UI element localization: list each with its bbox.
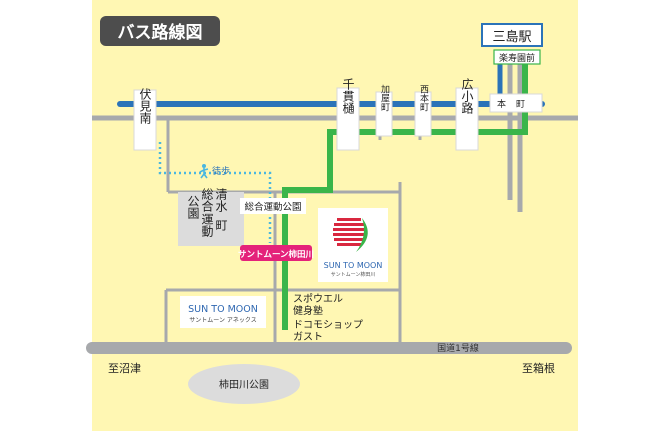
map-title: バス路線図 bbox=[118, 22, 203, 43]
docomo-line1: ドコモショップ bbox=[293, 319, 363, 331]
route1-label: 国道1号線 bbox=[437, 342, 479, 354]
sun-stripe bbox=[334, 223, 364, 226]
walker-icon bbox=[199, 168, 209, 179]
to-hakone: 至箱根 bbox=[522, 361, 555, 375]
stop-sports-park-box bbox=[240, 198, 306, 214]
stop-honmachi-box bbox=[489, 93, 543, 113]
main-logo-en: SUN TO MOON bbox=[324, 261, 383, 270]
stop-hirokoji-label: 広小路 bbox=[460, 78, 474, 115]
title-box bbox=[100, 16, 220, 46]
stop-kagacho: 加屋町 bbox=[375, 84, 393, 137]
sun-stripe bbox=[333, 228, 365, 231]
kakitagawa-park: 柿田川公園 bbox=[219, 378, 269, 391]
walk-marker: 徒歩 bbox=[199, 164, 230, 179]
stop-hirokoji: 広小路 bbox=[455, 78, 479, 151]
stop-nishimoto-label: 西本町 bbox=[418, 84, 429, 111]
sun-stripe bbox=[333, 233, 365, 236]
sun-stripes bbox=[333, 218, 365, 246]
sun-stripe bbox=[337, 243, 361, 246]
kakitagawa-park-area bbox=[188, 364, 300, 404]
sun-stripe bbox=[334, 238, 364, 241]
stop-kagacho-box bbox=[375, 91, 393, 137]
station-mishima-box bbox=[481, 23, 543, 47]
stop-kakitagawa-box bbox=[240, 245, 312, 261]
stop-senbon-label: 千貫樋 bbox=[341, 78, 355, 115]
annex-logo-en: SUN TO MOON bbox=[188, 304, 258, 315]
park-label-col2: 総合 bbox=[200, 188, 214, 212]
shimizu-col1b: 町 bbox=[214, 219, 228, 231]
shimizu-col1: 清水 bbox=[214, 188, 228, 212]
docomo-line2: ガスト bbox=[293, 331, 323, 343]
stop-senbon: 千貫樋 bbox=[336, 78, 360, 151]
walker-head bbox=[202, 164, 206, 168]
park-label-col1: 公園 bbox=[186, 195, 200, 219]
moon-crescent-icon bbox=[356, 218, 368, 252]
sun-to-moon-annex-logo: SUN TO MOON サントムーン アネックス bbox=[180, 296, 266, 328]
stop-honmachi-label: 本町 bbox=[497, 98, 535, 110]
stop-fushimi-label: 伏見南 bbox=[138, 88, 152, 124]
sun-to-moon-main-logo: SUN TO MOON サントムーン柿田川 bbox=[318, 208, 388, 282]
stop-fushimi-box bbox=[133, 89, 157, 151]
stop-kagacho-label: 加屋町 bbox=[379, 84, 390, 111]
stop-nishimoto-box bbox=[414, 91, 432, 137]
stop-honmachi: 本町 bbox=[489, 93, 543, 113]
park-block bbox=[178, 192, 244, 246]
park-label-col2b: 運動 bbox=[200, 213, 214, 237]
stop-hirokoji-box bbox=[455, 87, 479, 151]
stop-kakitagawa: サントムーン柿田川 bbox=[238, 249, 314, 260]
swimmer-line2: 健身塾 bbox=[293, 304, 323, 317]
stop-sports-park: 総合運動公園 bbox=[244, 201, 301, 213]
stop-rakujuen-box bbox=[493, 49, 541, 65]
station-mishima: 三島駅 bbox=[492, 30, 531, 45]
stop-fushimi: 伏見南 bbox=[133, 88, 157, 151]
stop-rakujuen: 楽寿園前 bbox=[499, 52, 535, 64]
stop-senbon-box bbox=[336, 87, 360, 151]
walk-label: 徒歩 bbox=[212, 165, 230, 177]
annex-logo-jp: サントムーン アネックス bbox=[189, 317, 256, 324]
to-numazu: 至沼津 bbox=[108, 361, 141, 375]
annex-card bbox=[180, 296, 266, 328]
swimmer-line1: スポウエル bbox=[293, 293, 343, 305]
sun-stripe bbox=[337, 218, 361, 221]
park-block-labels: 公園 総合 運動 清水 町 bbox=[186, 188, 228, 237]
main-logo-jp: サントムーン柿田川 bbox=[331, 271, 376, 278]
stop-nishimoto: 西本町 bbox=[414, 84, 432, 137]
